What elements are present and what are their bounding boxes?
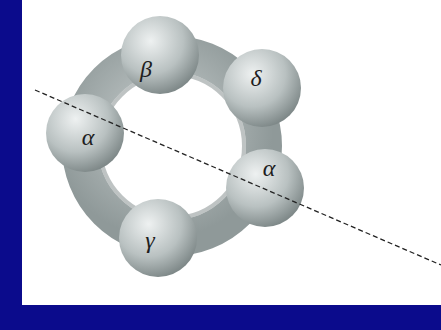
subunit-label: β <box>140 57 152 81</box>
subunit-label: γ <box>145 228 154 252</box>
dashed-axis-line <box>35 90 441 265</box>
subunit-label: α <box>82 125 95 149</box>
subunit-sphere: β <box>120 15 200 95</box>
subunit-sphere: α <box>225 148 305 228</box>
subunit-sphere: γ <box>118 198 198 278</box>
subunit-sphere: α <box>45 93 125 173</box>
sphere-shape <box>118 198 198 278</box>
subunit-sphere: δ <box>222 48 302 128</box>
subunit-label: α <box>263 156 276 180</box>
subunit-label: δ <box>250 66 261 90</box>
sphere-shape <box>120 15 200 95</box>
sphere-shape <box>222 48 302 128</box>
